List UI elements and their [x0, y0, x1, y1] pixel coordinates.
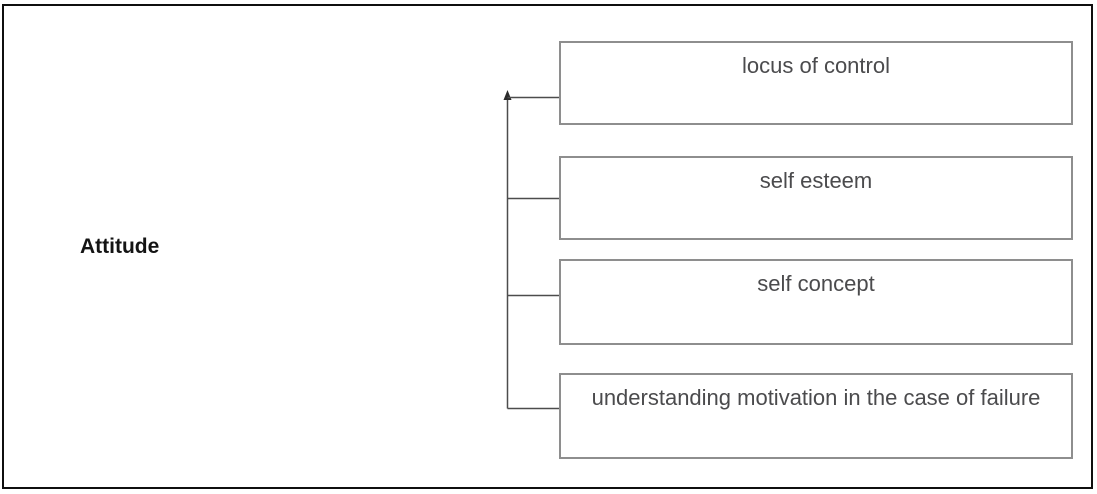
node-label-locus-of-control: locus of control	[742, 53, 890, 78]
node-box-understanding-motivation: understanding motivation in the case of …	[559, 373, 1073, 459]
arrow-up-icon	[503, 90, 512, 100]
node-box-self-esteem: self esteem	[559, 156, 1073, 240]
node-label-understanding-motivation: understanding motivation in the case of …	[591, 385, 1041, 410]
node-box-self-concept: self concept	[559, 259, 1073, 345]
root-node-label: Attitude	[80, 235, 160, 258]
node-label-self-esteem: self esteem	[759, 168, 873, 193]
node-box-locus-of-control: locus of control	[559, 41, 1073, 125]
node-label-self-concept: self concept	[757, 271, 875, 296]
diagram-frame: Attitude locus of control self esteem se…	[2, 4, 1093, 489]
